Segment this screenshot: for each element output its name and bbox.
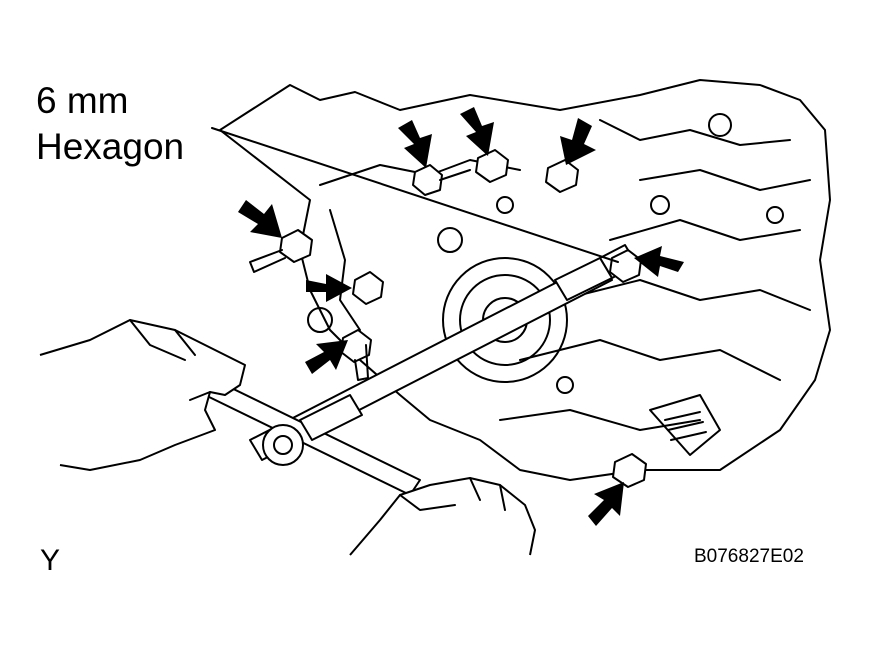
bolt bbox=[249, 229, 313, 273]
bolt bbox=[352, 271, 384, 305]
t-handle-wrench bbox=[204, 379, 421, 496]
leader-line bbox=[211, 127, 619, 263]
hexagon-callout: 6 mm Hexagon bbox=[36, 78, 184, 170]
bolt bbox=[612, 453, 647, 488]
bolt bbox=[475, 149, 509, 183]
bolt bbox=[340, 329, 372, 381]
bolt bbox=[609, 249, 642, 283]
arrow-pointer-icon bbox=[238, 107, 684, 526]
right-hand bbox=[349, 477, 536, 556]
left-hand bbox=[39, 319, 246, 471]
bolt bbox=[545, 159, 579, 193]
callout-line-2: Hexagon bbox=[36, 126, 185, 167]
figure-code: B076827E02 bbox=[694, 546, 804, 567]
bolt bbox=[412, 164, 471, 196]
view-letter: Y bbox=[40, 544, 61, 577]
callout-line-1: 6 mm bbox=[36, 80, 129, 121]
